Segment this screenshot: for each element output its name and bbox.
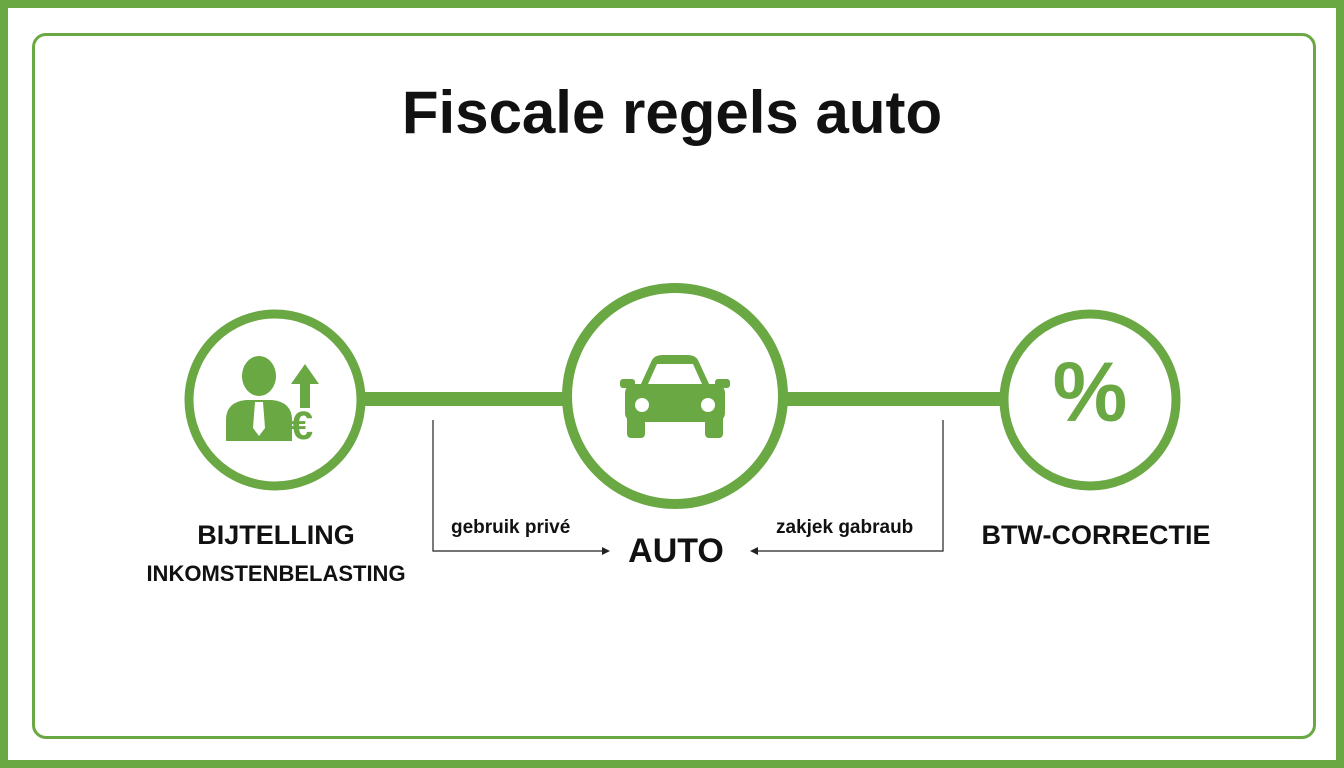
inner-frame bbox=[32, 33, 1316, 739]
circle-btw bbox=[999, 309, 1181, 491]
label-bijtelling: BIJTELLING bbox=[197, 520, 355, 550]
page-title: Fiscale regels auto bbox=[401, 79, 943, 146]
connector-right bbox=[782, 392, 1004, 406]
label-btw-correctie: BTW-CORRECTIE bbox=[981, 520, 1211, 550]
arrow-label-gebruik-prive: gebruik privé bbox=[451, 517, 571, 538]
arrow-zakjek-gabraub bbox=[750, 420, 944, 555]
svg-text:€: € bbox=[291, 404, 313, 448]
circle-bijtelling bbox=[184, 309, 366, 491]
arrow-label-zakjek-gabraub: zakjek gabraub bbox=[776, 517, 914, 538]
percent-icon: % bbox=[1052, 345, 1128, 439]
businessman-euro-icon: € bbox=[226, 356, 319, 448]
arrow-gebruik-prive bbox=[432, 420, 610, 555]
car-icon bbox=[620, 355, 730, 438]
label-inkomstenbelasting: INKOMSTENBELASTING bbox=[146, 561, 406, 586]
label-auto: AUTO bbox=[628, 532, 724, 570]
connector-left bbox=[362, 392, 568, 406]
